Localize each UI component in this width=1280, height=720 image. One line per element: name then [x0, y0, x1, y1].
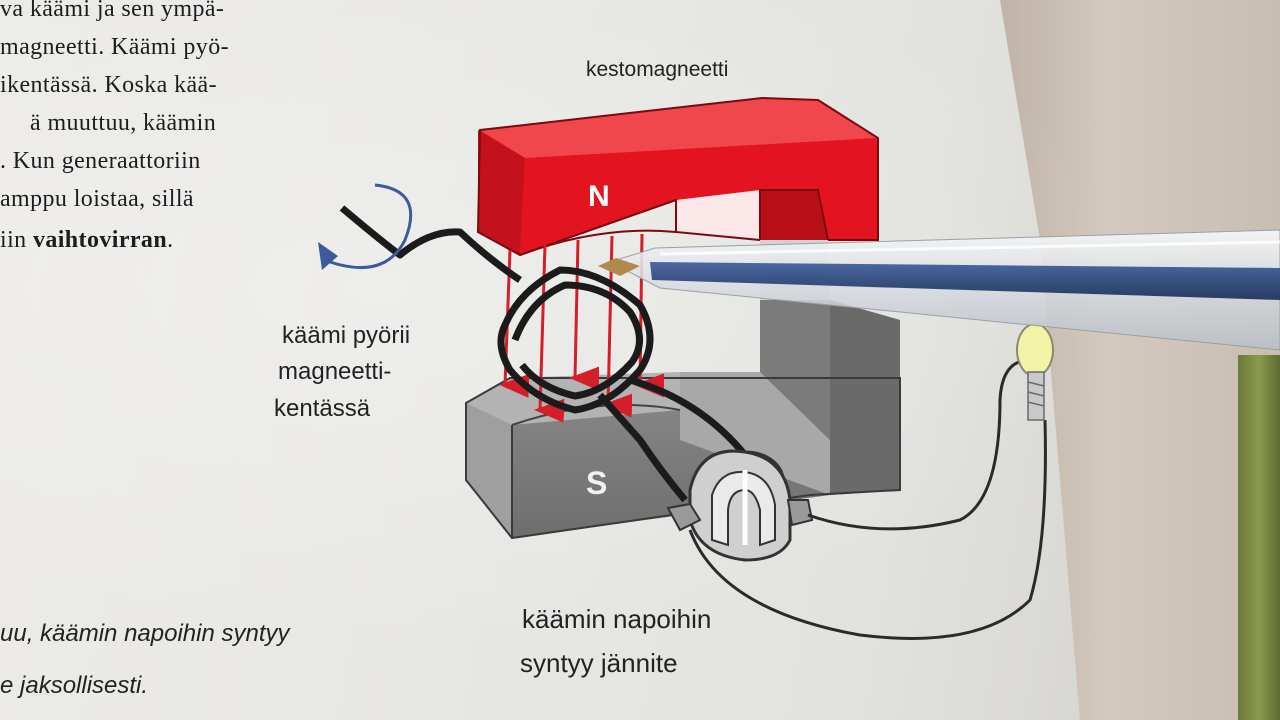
body-text-line-3: ikentässä. Koska kää- [0, 72, 217, 98]
body-text-line-1: va käämi ja sen ympä- [0, 0, 225, 22]
body-text-line-7-prefix: iin [0, 227, 33, 253]
north-pole-magnet [476, 96, 879, 257]
north-pole-label: N [588, 180, 610, 213]
rotating-coil [339, 205, 748, 503]
slip-rings [666, 449, 814, 562]
body-text-line-5: . Kun generaattoriin [0, 148, 201, 174]
permanent-magnet-label: kestomagneetti [586, 58, 729, 81]
body-text-line-6: amppu loistaa, sillä [0, 186, 194, 212]
body-text-line-7-suffix: . [167, 227, 174, 253]
coil-label-line-3: kentässä [274, 395, 371, 422]
body-text-line-4: ä muuttuu, käämin [30, 110, 217, 136]
body-text-line-2: magneetti. Käämi pyö- [0, 34, 229, 60]
voltage-label-line-2: syntyy jännite [520, 648, 678, 678]
book-cover-edge [1238, 355, 1280, 720]
body-text-line-7: iin vaihtovirran. [0, 227, 173, 254]
rotation-arrow [318, 183, 413, 270]
term-vaihtovirran: vaihtovirran [32, 227, 168, 253]
caption-line-1: uu, käämin napoihin syntyy [0, 620, 290, 647]
caption-line-2: e jaksollisesti. [0, 672, 149, 699]
circuit-wires [688, 358, 1047, 640]
coil-label-line-1: käämi pyörii [282, 322, 411, 349]
coil-label-line-2: magneetti- [278, 358, 392, 385]
south-pole-label: S [586, 465, 608, 501]
voltage-label-line-1: käämin napoihin [522, 604, 712, 634]
